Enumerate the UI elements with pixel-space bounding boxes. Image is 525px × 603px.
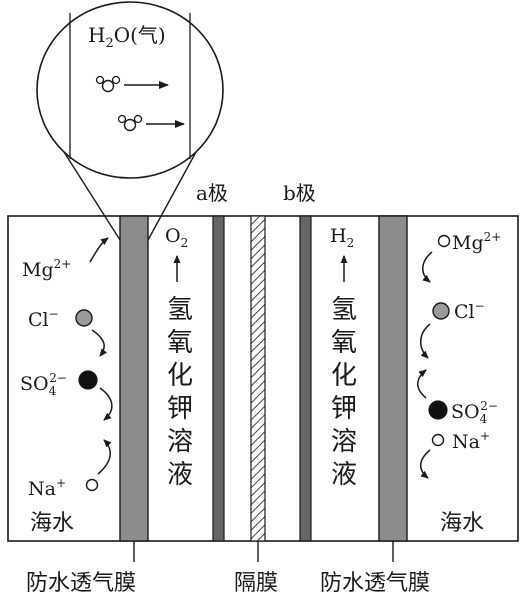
koh-char: 化 — [331, 361, 357, 391]
koh-char: 氧 — [167, 328, 193, 358]
right-ion-mg: Mg2+ — [422, 230, 501, 283]
chloride-ion-icon — [432, 302, 450, 320]
koh-char: 溶 — [167, 427, 193, 457]
separator-membrane — [250, 215, 266, 542]
left-ion-so4: SO42− — [20, 370, 113, 421]
electrode-b-label: b极 — [283, 181, 316, 205]
ion-symbol: Na — [452, 431, 480, 453]
magnifier-line-left — [63, 151, 121, 241]
ion-symbol: Mg — [452, 232, 484, 254]
koh-solution-left: 氢 氧 化 钾 溶 液 — [167, 295, 193, 490]
ion-symbol: Na — [28, 478, 56, 500]
left-ion-mg: Mg2+ — [22, 237, 109, 281]
hydrogen-main: H — [330, 225, 347, 247]
ion-charge: 2− — [49, 371, 67, 385]
water-molecule-icon — [95, 75, 121, 93]
ion-symbol: SO — [20, 373, 49, 395]
koh-char: 液 — [167, 460, 193, 490]
sodium-ion-icon — [431, 433, 445, 447]
ion-sub: 4 — [480, 412, 488, 426]
svg-text:Cl−: Cl− — [454, 299, 485, 323]
koh-char: 液 — [331, 460, 357, 490]
electrode-a-label: a极 — [196, 181, 228, 205]
magnesium-ion-icon — [437, 234, 451, 248]
koh-char: 钾 — [331, 394, 357, 424]
seawater-left-label: 海水 — [30, 511, 74, 536]
koh-char: 氢 — [331, 295, 357, 325]
ion-symbol: Cl — [28, 309, 49, 331]
ion-symbol: SO — [451, 401, 480, 423]
koh-char: 化 — [167, 361, 193, 391]
svg-text:Cl−: Cl− — [28, 307, 59, 331]
koh-solution-right: 氢 氧 化 钾 溶 液 — [331, 295, 357, 490]
left-membrane-label: 防水透气膜 — [26, 571, 136, 596]
right-ion-so4: SO42− — [417, 369, 498, 426]
electrode-a — [212, 215, 225, 542]
ion-symbol: Cl — [454, 301, 475, 323]
svg-text:Na+: Na+ — [452, 429, 490, 453]
oxygen-sub: 2 — [181, 236, 189, 250]
ion-charge: − — [49, 307, 59, 321]
inset-label-h: H — [88, 23, 105, 47]
koh-char: 溶 — [331, 427, 357, 457]
ion-charge: 2+ — [54, 257, 72, 271]
ion-charge: 2+ — [484, 230, 502, 244]
right-membrane-label: 防水透气膜 — [320, 571, 430, 596]
ion-symbol: Mg — [22, 259, 54, 281]
sulfate-ion-icon — [78, 370, 98, 390]
svg-text:Mg2+: Mg2+ — [22, 257, 71, 281]
svg-text:SO42−: SO42− — [20, 371, 67, 398]
sodium-ion-icon — [85, 478, 99, 492]
svg-text:Mg2+: Mg2+ — [452, 230, 501, 254]
ion-charge: + — [480, 429, 490, 443]
left-ion-na: Na+ — [28, 439, 112, 500]
oxygen-label: O2 — [165, 225, 188, 250]
sulfate-ion-icon — [428, 400, 448, 420]
inset-label-rest: O(气) — [114, 23, 166, 47]
ion-charge: − — [475, 299, 485, 313]
magnified-inset — [36, 1, 224, 179]
hydrogen-sub: 2 — [347, 236, 355, 250]
ion-charge: 2− — [480, 399, 498, 413]
water-molecule-icon — [117, 114, 143, 132]
magnifier-line-right — [147, 151, 197, 241]
right-ion-na: Na+ — [420, 429, 490, 479]
electrode-b — [299, 215, 312, 542]
inset-label-sub: 2 — [105, 36, 113, 51]
right-breathable-membrane — [378, 215, 408, 542]
svg-text:SO42−: SO42− — [451, 399, 498, 426]
seawater-right-label: 海水 — [440, 511, 484, 536]
koh-char: 钾 — [167, 394, 193, 424]
koh-char: 氢 — [167, 295, 193, 325]
inset-molecule-label: H2O(气) — [88, 23, 166, 51]
ion-charge: + — [56, 476, 66, 490]
separator-label: 隔膜 — [234, 571, 278, 596]
koh-char: 氧 — [331, 328, 357, 358]
ion-sub: 4 — [49, 384, 57, 398]
right-ion-cl: Cl− — [420, 299, 485, 359]
oxygen-main: O — [165, 225, 181, 247]
left-ion-cl: Cl− — [28, 307, 108, 357]
left-breathable-membrane — [119, 215, 149, 542]
svg-text:Na+: Na+ — [28, 476, 66, 500]
hydrogen-label: H2 — [330, 225, 354, 250]
chloride-ion-icon — [75, 309, 93, 327]
